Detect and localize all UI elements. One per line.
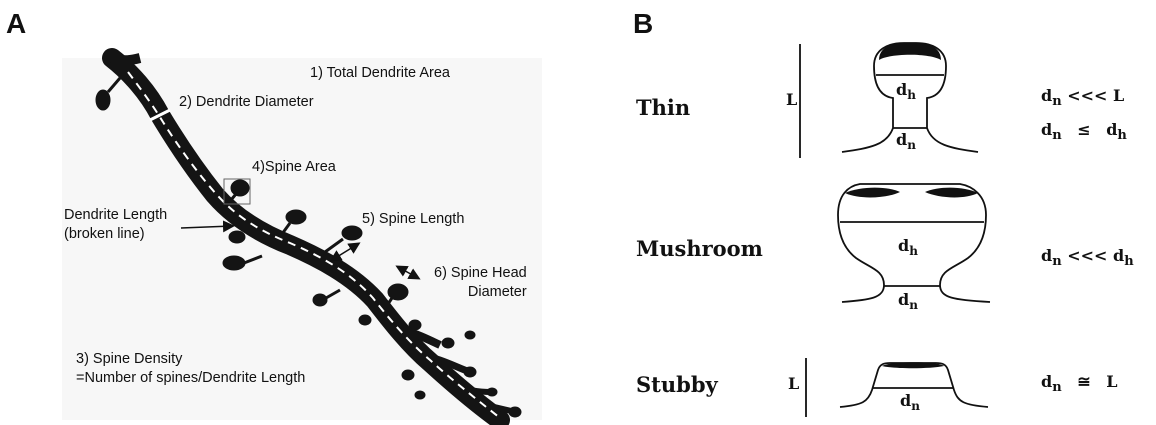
- eq-subscript: h: [1117, 128, 1126, 143]
- eq-operator: <<<: [1067, 86, 1107, 105]
- thin-eq-1: dn <<< L: [1041, 86, 1124, 109]
- d-symbol: d: [1041, 86, 1052, 105]
- eq-operator: ≤: [1077, 120, 1090, 139]
- n-subscript: n: [907, 138, 916, 152]
- eq-subscript: h: [1124, 254, 1133, 269]
- d-symbol: d: [1041, 120, 1052, 139]
- eq-subscript: n: [1052, 94, 1061, 109]
- mushroom-dn-label: dn: [898, 290, 918, 312]
- thin-dh-label: dh: [896, 80, 916, 102]
- n-subscript: n: [911, 399, 920, 413]
- stubby-l-label: L: [788, 374, 799, 393]
- n-subscript: n: [909, 298, 918, 312]
- h-subscript: h: [909, 244, 918, 258]
- d-symbol: d: [1041, 246, 1052, 265]
- mushroom-eq-1: dn <<< dh: [1041, 246, 1134, 269]
- thin-dn-label: dn: [896, 130, 916, 152]
- d-symbol: d: [898, 236, 909, 255]
- mushroom-psd-left: [845, 188, 900, 198]
- type-thin: Thin: [636, 95, 690, 120]
- eq-subscript: n: [1052, 380, 1061, 395]
- d-symbol: d: [1113, 246, 1124, 265]
- eq-subscript: n: [1052, 128, 1061, 143]
- stubby-eq-1: dn ≅ L: [1041, 372, 1117, 395]
- type-stubby: Stubby: [636, 372, 718, 397]
- d-symbol: d: [1106, 120, 1117, 139]
- thin-eq-2: dn ≤ dh: [1041, 120, 1127, 143]
- d-symbol: d: [1041, 372, 1052, 391]
- d-symbol: d: [900, 391, 911, 410]
- eq-subscript: n: [1052, 254, 1061, 269]
- eq-rhs: L: [1106, 372, 1117, 391]
- d-symbol: d: [898, 290, 909, 309]
- mushroom-dh-label: dh: [898, 236, 918, 258]
- d-symbol: d: [896, 130, 907, 149]
- type-mushroom: Mushroom: [636, 236, 763, 261]
- thin-l-label: L: [786, 90, 797, 109]
- h-subscript: h: [907, 88, 916, 102]
- mushroom-psd-right: [925, 188, 978, 198]
- eq-operator: ≅: [1077, 372, 1090, 391]
- stubby-dn-label: dn: [900, 391, 920, 413]
- d-symbol: d: [896, 80, 907, 99]
- eq-operator: <<<: [1067, 246, 1107, 265]
- eq-rhs: L: [1113, 86, 1124, 105]
